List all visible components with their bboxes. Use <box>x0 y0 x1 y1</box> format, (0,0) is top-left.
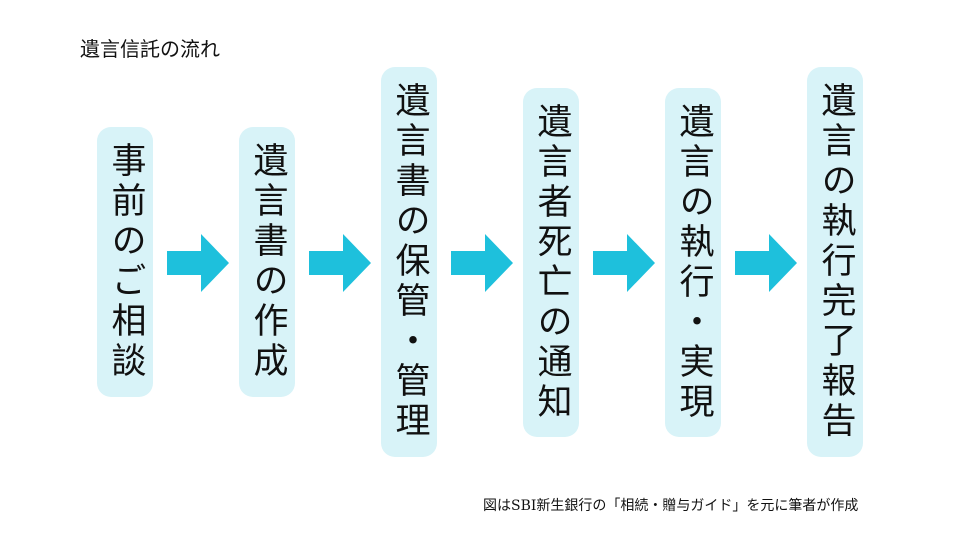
step-label: 遺言の執行・実現 <box>673 102 714 423</box>
step-completion-report: 遺言の執行完了報告 <box>807 67 863 457</box>
arrow-right-icon <box>735 234 797 292</box>
step-execution: 遺言の執行・実現 <box>665 88 721 437</box>
arrow-right-icon <box>451 234 513 292</box>
arrow-right-icon <box>167 234 229 292</box>
step-consultation: 事前のご相談 <box>97 127 153 397</box>
step-label: 遺言書の保管・管理 <box>389 82 430 442</box>
source-caption: 図はSBI新生銀行の「相続・贈与ガイド」を元に筆者が作成 <box>483 498 859 514</box>
arrow-right-icon <box>593 234 655 292</box>
step-will-storage: 遺言書の保管・管理 <box>381 67 437 457</box>
step-label: 遺言者死亡の通知 <box>531 102 572 423</box>
diagram-title: 遺言信託の流れ <box>80 37 220 61</box>
step-label: 遺言書の作成 <box>247 142 288 382</box>
step-will-creation: 遺言書の作成 <box>239 127 295 397</box>
arrow-right-icon <box>309 234 371 292</box>
step-label: 遺言の執行完了報告 <box>815 82 856 442</box>
step-label: 事前のご相談 <box>105 142 146 382</box>
step-death-notice: 遺言者死亡の通知 <box>523 88 579 437</box>
